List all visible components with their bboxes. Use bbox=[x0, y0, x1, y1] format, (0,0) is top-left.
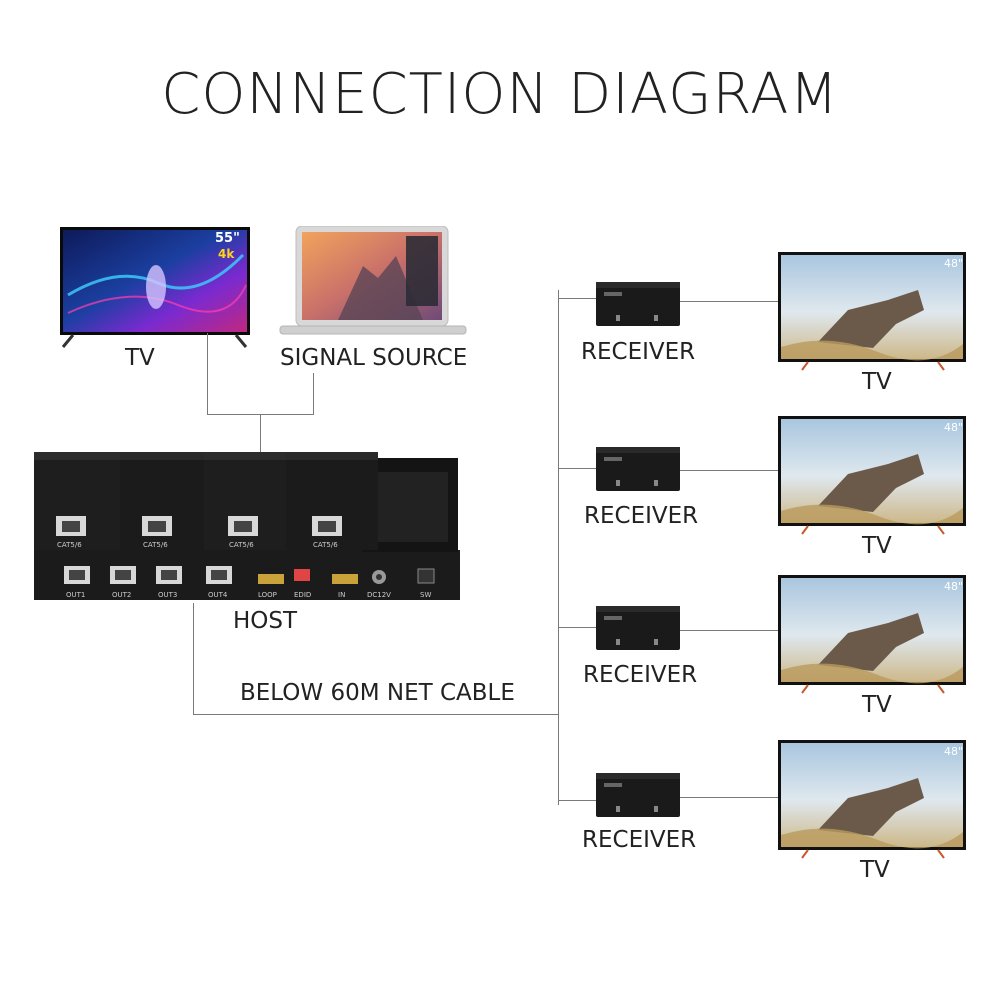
receiver-tv: 48" bbox=[778, 740, 968, 860]
receiver-tv: 48" bbox=[778, 416, 968, 536]
laptop bbox=[278, 225, 468, 338]
svg-text:OUT4: OUT4 bbox=[208, 591, 228, 599]
module-1: CAT5/6 bbox=[34, 452, 126, 550]
host-label: HOST bbox=[233, 608, 298, 634]
svg-text:CAT5/6: CAT5/6 bbox=[313, 541, 338, 549]
receiver-device bbox=[596, 773, 680, 817]
diagram-title: CONNECTION DIAGRAM bbox=[161, 62, 839, 127]
host-image: CAT5/6 CAT5/6 CAT5/6 CAT5/6 bbox=[34, 452, 460, 600]
receiver-device bbox=[596, 606, 680, 650]
receiver-label: RECEIVER bbox=[581, 339, 696, 365]
svg-text:DC12V: DC12V bbox=[367, 591, 391, 599]
receiver-label: RECEIVER bbox=[584, 503, 699, 529]
receiver-tv-label: TV bbox=[862, 692, 892, 718]
receiver-tv: 48" bbox=[778, 575, 968, 695]
host-device: CAT5/6 CAT5/6 CAT5/6 CAT5/6 bbox=[32, 450, 462, 605]
svg-text:CAT5/6: CAT5/6 bbox=[229, 541, 254, 549]
svg-text:48": 48" bbox=[944, 580, 963, 593]
svg-text:CAT5/6: CAT5/6 bbox=[57, 541, 82, 549]
svg-text:OUT2: OUT2 bbox=[112, 591, 131, 599]
receiver-tv: 48" bbox=[778, 252, 968, 372]
receiver-tv-label: TV bbox=[862, 369, 892, 395]
laptop-image bbox=[279, 225, 467, 335]
receiver-device bbox=[596, 447, 680, 491]
signal-source-label: SIGNAL SOURCE bbox=[280, 345, 468, 371]
svg-text:48": 48" bbox=[944, 745, 963, 758]
tv-image: 55" 4k bbox=[60, 227, 250, 348]
cable-label: BELOW 60M NET CABLE bbox=[240, 680, 515, 706]
receiver-tv-label: TV bbox=[862, 533, 892, 559]
receiver-tv-label: TV bbox=[860, 857, 890, 883]
source-tv-label: TV bbox=[125, 345, 155, 371]
svg-text:IN: IN bbox=[338, 591, 345, 599]
svg-text:48": 48" bbox=[944, 257, 963, 270]
svg-text:LOOP: LOOP bbox=[258, 591, 277, 599]
receiver-label: RECEIVER bbox=[582, 827, 697, 853]
svg-text:EDID: EDID bbox=[294, 591, 311, 599]
receiver-label: RECEIVER bbox=[583, 662, 698, 688]
svg-text:CAT5/6: CAT5/6 bbox=[143, 541, 168, 549]
source-tv: 55" 4k bbox=[58, 225, 258, 353]
tv-res-text: 4k bbox=[218, 247, 235, 261]
receiver-device bbox=[596, 282, 680, 326]
svg-text:SW: SW bbox=[420, 591, 431, 599]
tv-size-text: 55" bbox=[215, 231, 240, 246]
svg-text:OUT3: OUT3 bbox=[158, 591, 177, 599]
svg-text:OUT1: OUT1 bbox=[66, 591, 85, 599]
svg-text:48": 48" bbox=[944, 421, 963, 434]
